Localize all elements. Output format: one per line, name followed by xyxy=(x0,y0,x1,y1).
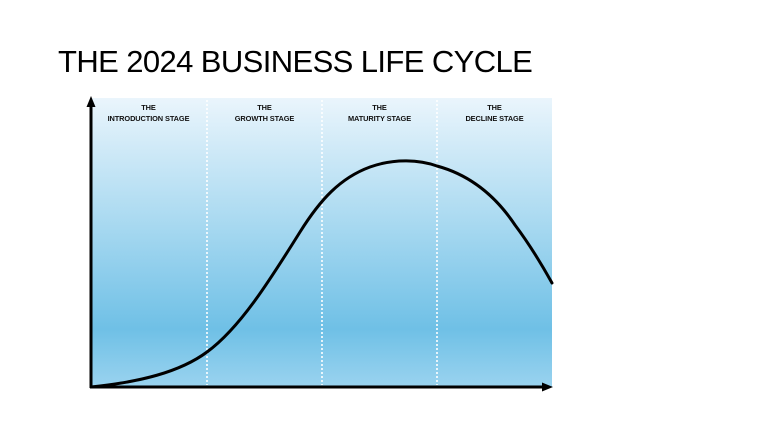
stage-label-line2: DECLINE STAGE xyxy=(465,114,524,123)
chart-background xyxy=(91,98,552,387)
stage-label-line1: THE xyxy=(257,103,272,112)
stage-dividers xyxy=(206,100,438,385)
stage-label-line1: THE xyxy=(487,103,502,112)
stage-label-line2: INTRODUCTION STAGE xyxy=(107,114,190,123)
y-axis xyxy=(86,96,96,388)
y-axis-arrow-icon xyxy=(86,96,96,107)
life-cycle-curve xyxy=(89,159,554,389)
stage-label-introduction: THE INTRODUCTION STAGE xyxy=(91,102,206,124)
x-axis xyxy=(90,382,553,392)
stage-label-line2: MATURITY STAGE xyxy=(347,114,412,123)
stage-label-maturity: THE MATURITY STAGE xyxy=(322,102,437,124)
stage-label-line1: THE xyxy=(372,103,387,112)
x-axis-arrow-icon xyxy=(542,382,553,392)
stage-label-growth: THE GROWTH STAGE xyxy=(207,102,322,124)
stage-label-line2: GROWTH STAGE xyxy=(234,114,295,123)
stage-label-decline: THE DECLINE STAGE xyxy=(437,102,552,124)
page-title: THE 2024 BUSINESS LIFE CYCLE xyxy=(58,44,533,79)
stage-label-line1: THE xyxy=(141,103,156,112)
